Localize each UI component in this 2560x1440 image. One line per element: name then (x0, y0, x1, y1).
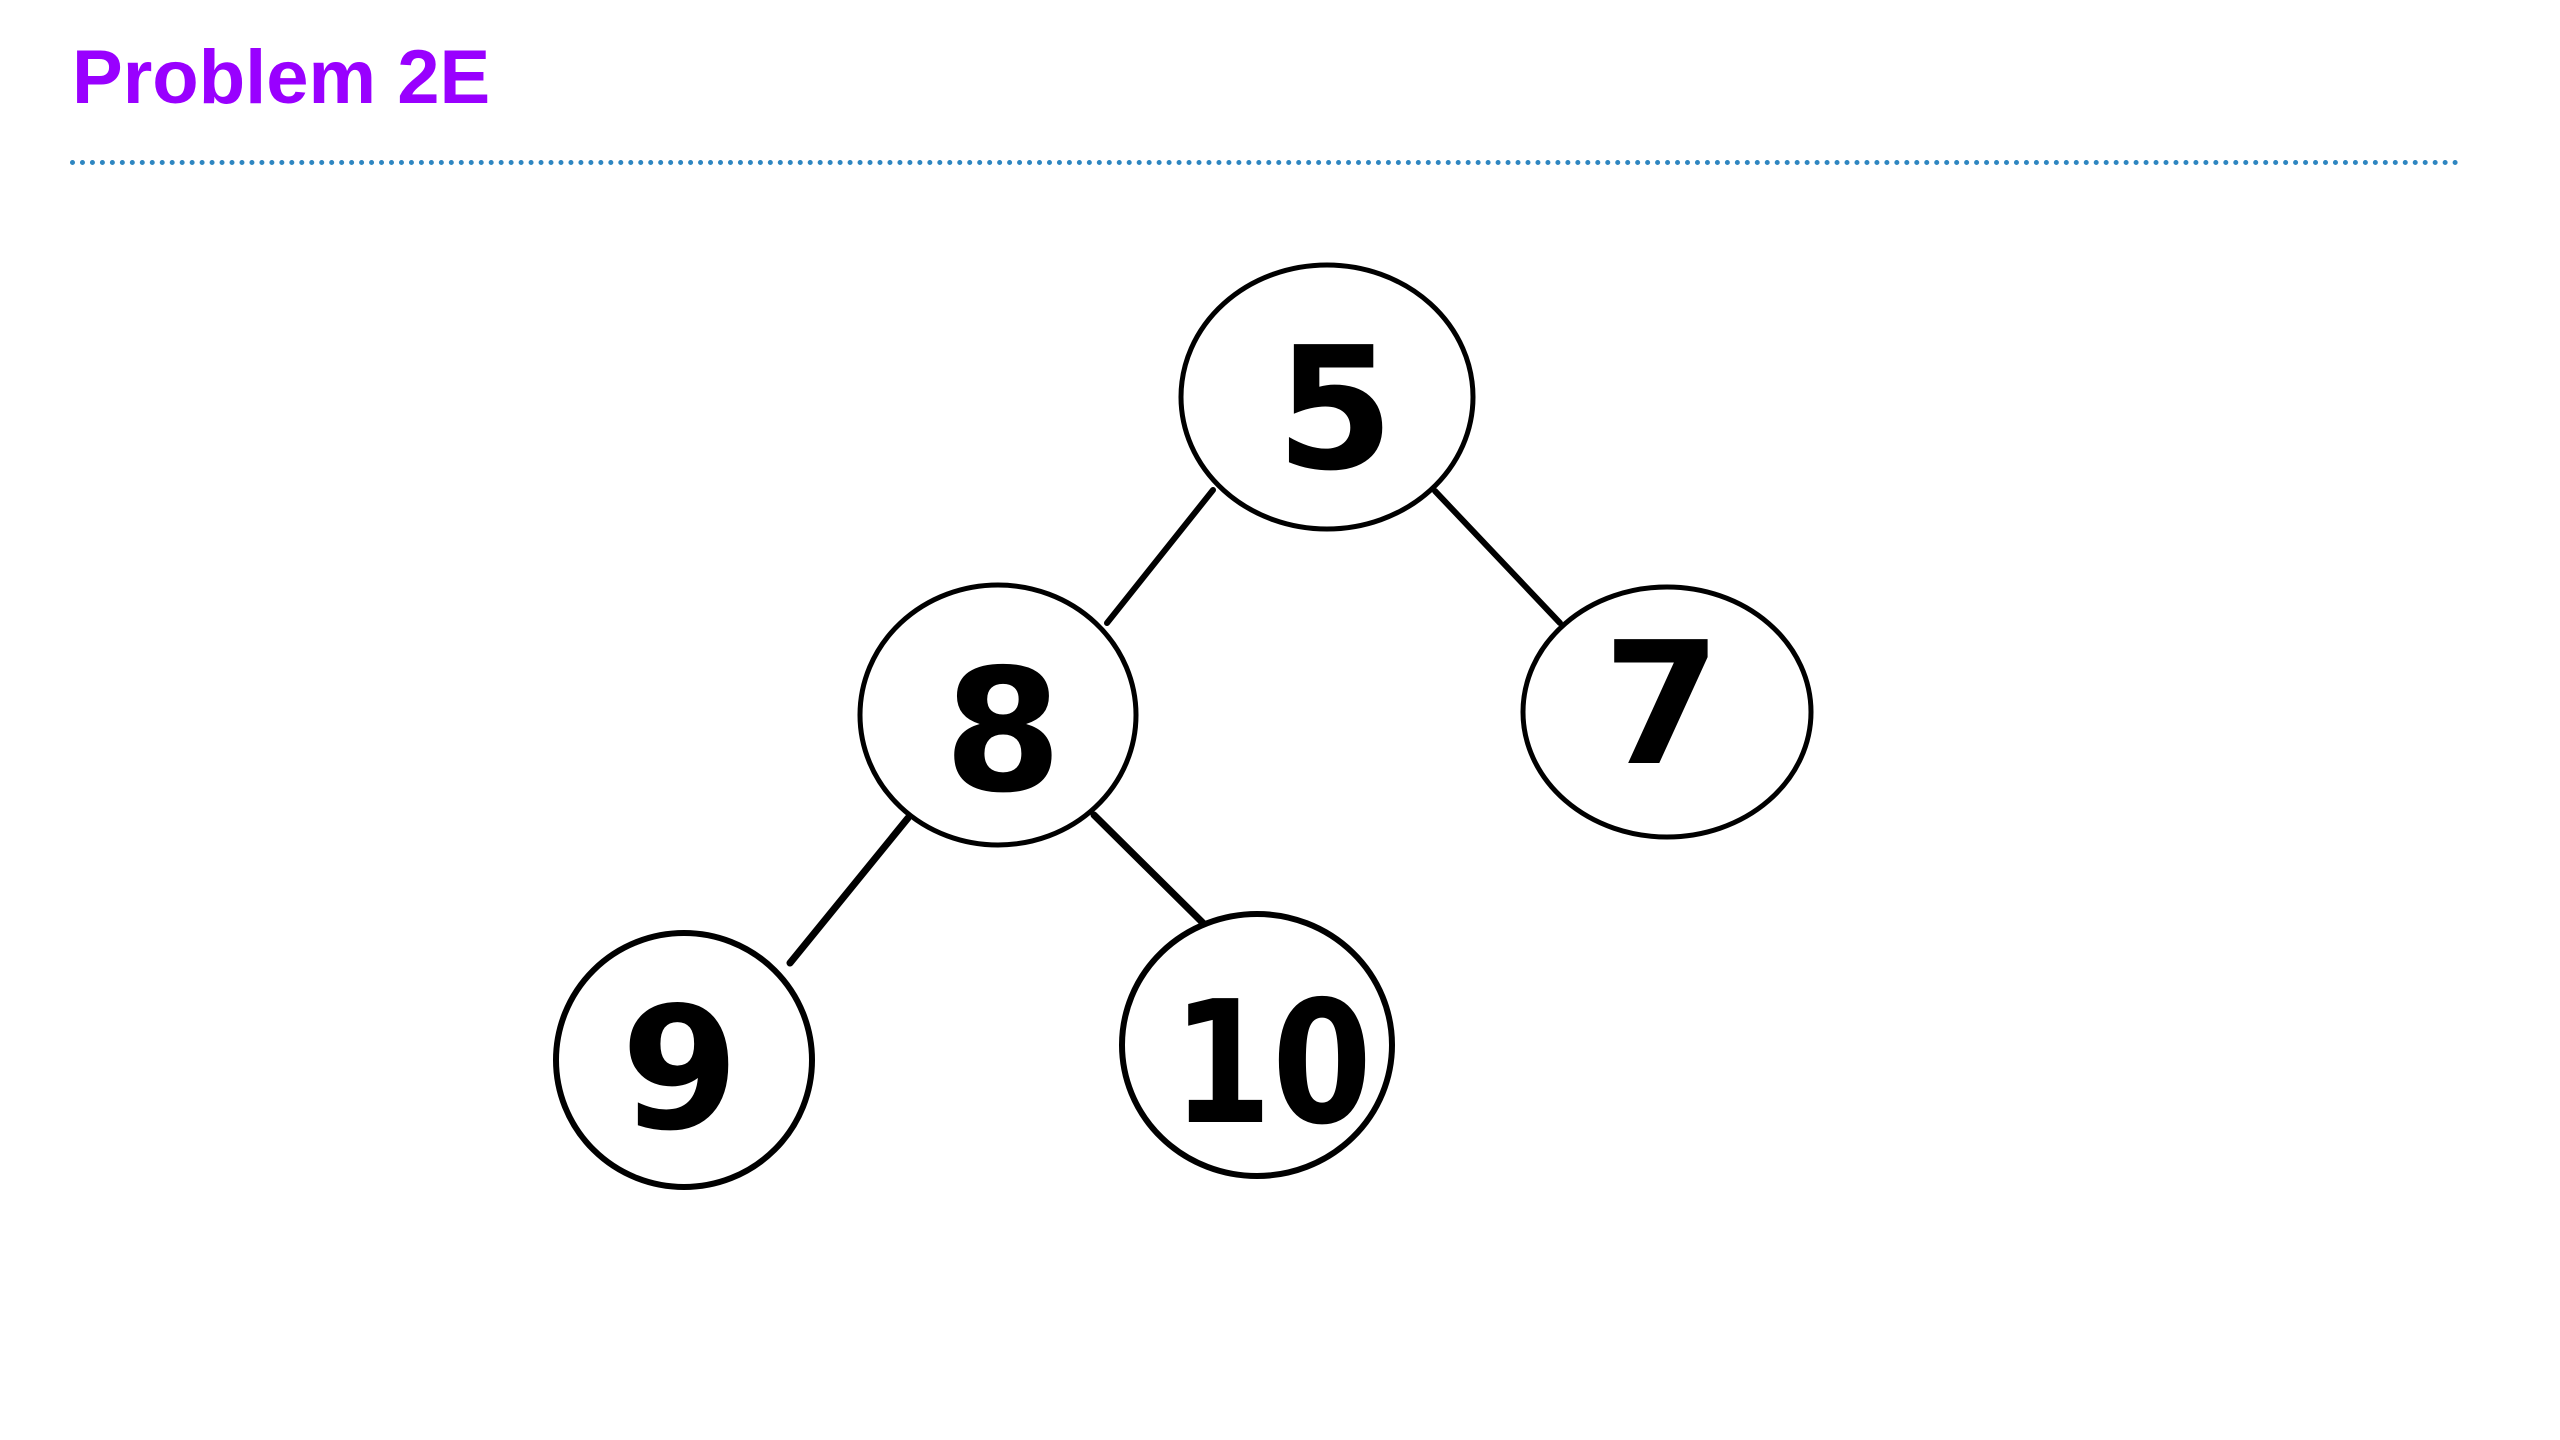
edge-8-9 (786, 814, 912, 967)
node-label-left-right: 10 (1172, 965, 1372, 1163)
tree-node-5: 5 (1178, 262, 1476, 532)
edge-5-7 (1432, 488, 1563, 626)
title-divider (70, 160, 2460, 165)
node-label-right: 7 (1603, 606, 1721, 804)
page-title: Problem 2E (72, 35, 491, 120)
tree-node-9: 9 (553, 930, 815, 1190)
node-label-root: 5 (1276, 311, 1394, 509)
tree-node-10: 10 (1119, 911, 1395, 1179)
node-label-left: 8 (944, 633, 1062, 831)
tree-node-7: 7 (1520, 584, 1814, 840)
node-label-left-left: 9 (621, 971, 739, 1169)
edge-8-10 (1090, 811, 1207, 927)
tree-node-8: 8 (857, 582, 1139, 848)
edge-5-8 (1104, 487, 1216, 626)
